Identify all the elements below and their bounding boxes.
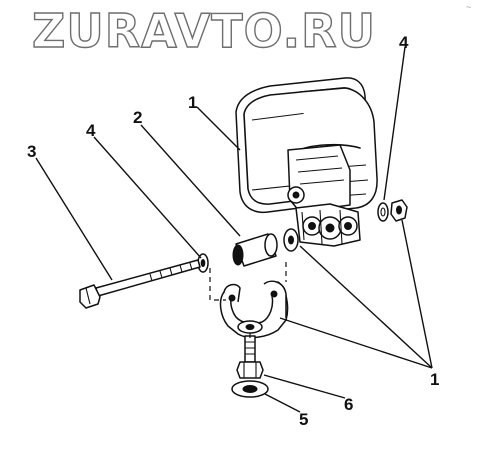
long-bolt xyxy=(79,259,201,309)
callout-1-washers: 1 xyxy=(430,370,439,389)
right-washer-nut xyxy=(377,199,408,222)
watermark-text: ZURAVTO.RU xyxy=(32,4,376,58)
leader-lines xyxy=(35,46,433,413)
callout-4-right-washer: 4 xyxy=(399,33,409,52)
lamp-housing xyxy=(235,77,378,214)
lamp-side-washer xyxy=(283,228,299,252)
callout-4-left-washer: 4 xyxy=(86,121,96,140)
callout-5-washer: 5 xyxy=(299,410,308,429)
corner-mark: ~ xyxy=(466,2,471,12)
mounting-bracket xyxy=(219,280,289,339)
vertical-bolt-assembly xyxy=(231,335,269,398)
mounting-lugs xyxy=(295,203,361,247)
callout-3-bolt: 3 xyxy=(27,142,36,161)
callout-6-nut: 6 xyxy=(344,395,353,414)
callout-1-lamp: 1 xyxy=(188,93,197,112)
spacer-sleeve xyxy=(232,233,278,267)
callout-2-spacer: 2 xyxy=(133,108,142,127)
alignment-lines xyxy=(209,262,287,338)
